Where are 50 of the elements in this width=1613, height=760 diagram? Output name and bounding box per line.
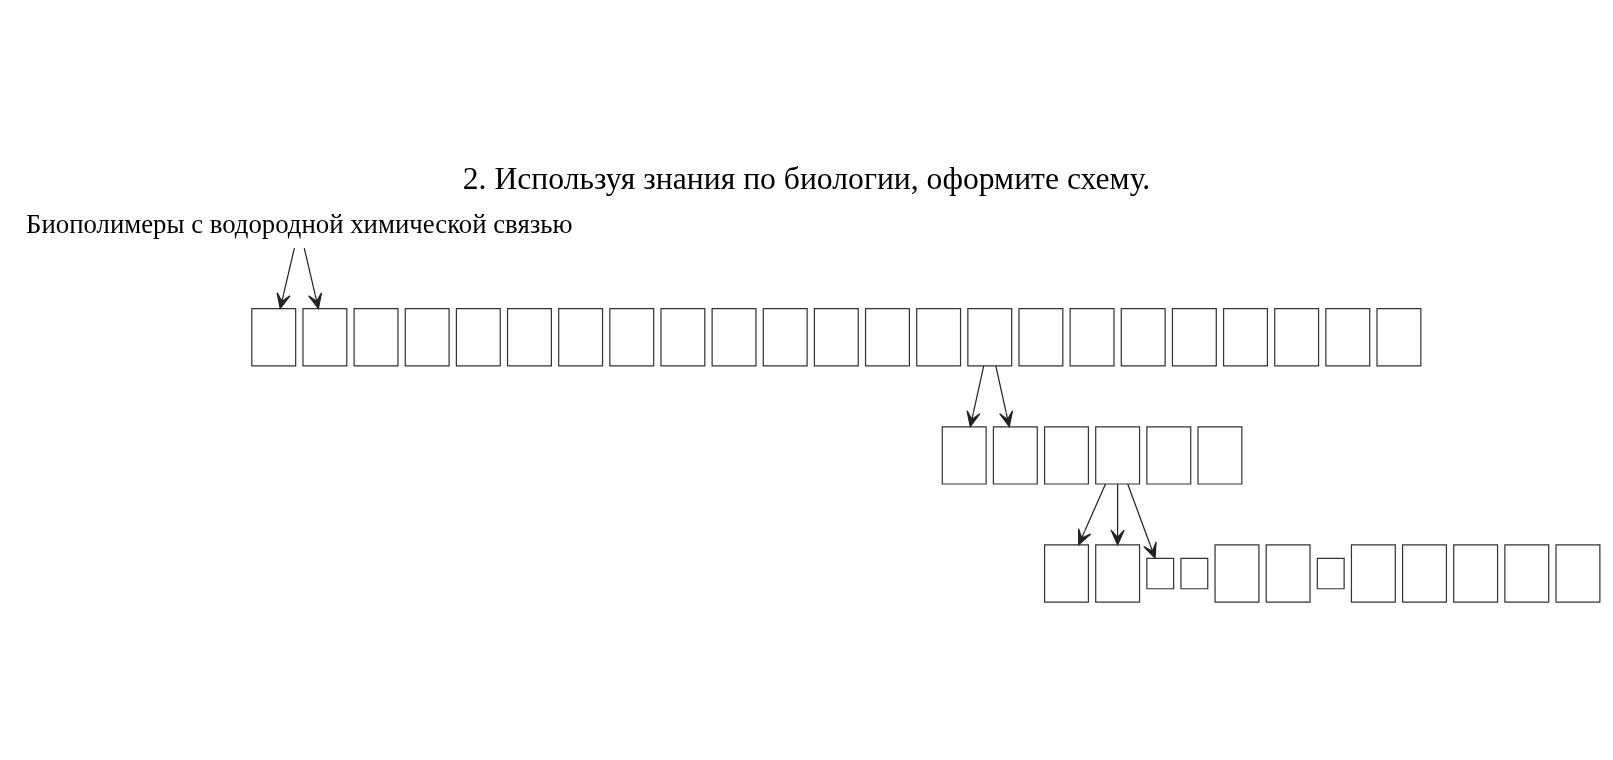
diagram-title: 2. Используя знания по биологии, оформите схему. — [462, 160, 1151, 196]
node-text: Биополимеры с водородной химической связью — [26, 208, 573, 239]
node-box — [609, 307, 655, 366]
node-box — [1265, 543, 1311, 603]
node-box — [967, 307, 1013, 366]
node-box — [1197, 425, 1243, 485]
arrow — [276, 246, 295, 309]
node-box — [941, 425, 987, 485]
node-box — [1180, 557, 1209, 589]
node-box — [353, 307, 399, 366]
arrow — [1078, 482, 1107, 545]
arrow — [995, 364, 1014, 427]
node-box — [1146, 425, 1192, 485]
node-box — [1120, 307, 1166, 366]
node-box — [404, 307, 450, 366]
node-box — [916, 307, 962, 366]
node-box — [1043, 543, 1089, 603]
node-box — [1325, 307, 1371, 366]
node-box — [1316, 557, 1345, 589]
node-box — [1222, 307, 1269, 366]
node-box — [1350, 543, 1396, 603]
node-box — [302, 307, 348, 366]
node-box — [1401, 543, 1448, 603]
node-box — [1504, 543, 1550, 603]
node-box — [864, 307, 910, 366]
node-box — [660, 307, 706, 366]
node-box — [711, 307, 757, 366]
node-box — [558, 307, 604, 366]
arrow — [966, 364, 985, 427]
node-box — [506, 307, 552, 366]
node-box — [1018, 307, 1064, 366]
node-box — [1453, 543, 1499, 603]
arrow — [1127, 482, 1157, 559]
node-box — [1043, 425, 1089, 485]
node-box — [1171, 307, 1217, 366]
node-box — [1214, 543, 1260, 603]
arrow — [303, 246, 323, 309]
node-box — [1069, 307, 1115, 366]
node-box — [1095, 425, 1141, 485]
arrow — [1110, 482, 1125, 545]
node-box — [1555, 543, 1601, 603]
node-box — [251, 307, 297, 366]
node-box — [1274, 307, 1320, 366]
node-box — [1095, 543, 1141, 603]
node-box — [992, 425, 1038, 485]
node-box — [1376, 307, 1422, 366]
node-box — [1146, 557, 1175, 589]
node-box — [455, 307, 501, 366]
node-box — [813, 307, 859, 366]
node-box — [762, 307, 808, 366]
